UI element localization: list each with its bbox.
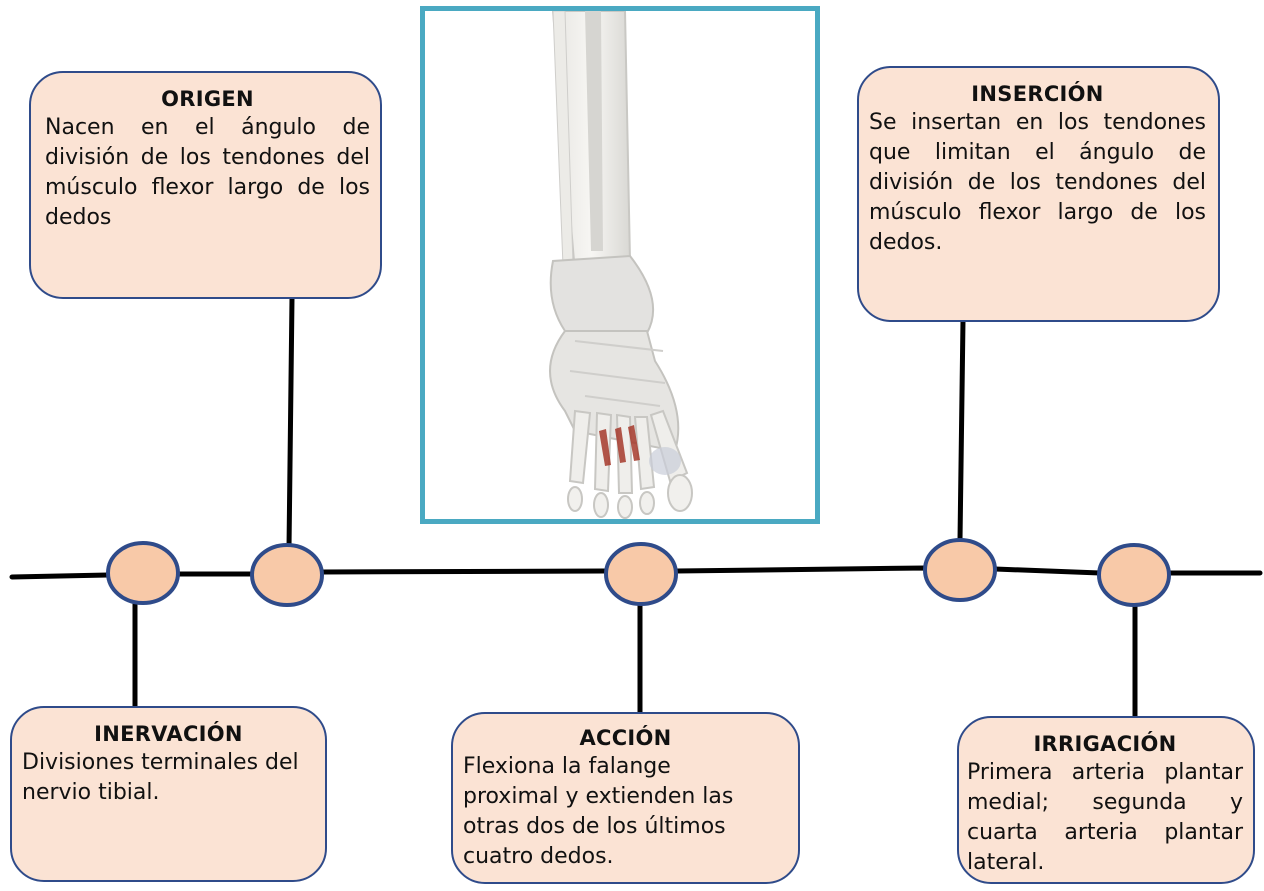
- accion-title: ACCIÓN: [463, 726, 788, 750]
- insercion-title: INSERCIÓN: [869, 82, 1206, 106]
- connector-insercion: [960, 320, 963, 540]
- irrigacion-card: IRRIGACIÓN Primera arteria plantar media…: [957, 716, 1255, 884]
- irrigacion-title: IRRIGACIÓN: [967, 732, 1243, 756]
- foot-anatomy-icon: [425, 11, 815, 519]
- inervacion-title: INERVACIÓN: [22, 722, 315, 746]
- origen-title: ORIGEN: [45, 87, 370, 111]
- accion-text: Flexiona la falange proximal y extienden…: [463, 752, 763, 872]
- node-inervacion: [108, 543, 178, 603]
- node-insercion: [925, 540, 995, 600]
- inervacion-card: INERVACIÓN Divisiones terminales del ner…: [10, 706, 327, 882]
- insercion-card: INSERCIÓN Se insertan en los tendones qu…: [857, 66, 1220, 322]
- node-origen: [252, 545, 322, 605]
- insercion-text: Se insertan en los tendones que limitan …: [869, 108, 1206, 258]
- accion-card: ACCIÓN Flexiona la falange proximal y ex…: [451, 712, 800, 884]
- origen-text: Nacen en el ángulo de división de los te…: [45, 113, 370, 233]
- irrigacion-text: Primera arteria plantar medial; segunda …: [967, 758, 1243, 878]
- node-irrigacion: [1099, 545, 1169, 605]
- origen-card: ORIGEN Nacen en el ángulo de división de…: [29, 71, 382, 299]
- node-accion: [606, 544, 676, 604]
- inervacion-text: Divisiones terminales del nervio tibial.: [22, 748, 315, 808]
- anatomy-image-frame: [420, 6, 820, 524]
- connector-origen: [289, 298, 292, 548]
